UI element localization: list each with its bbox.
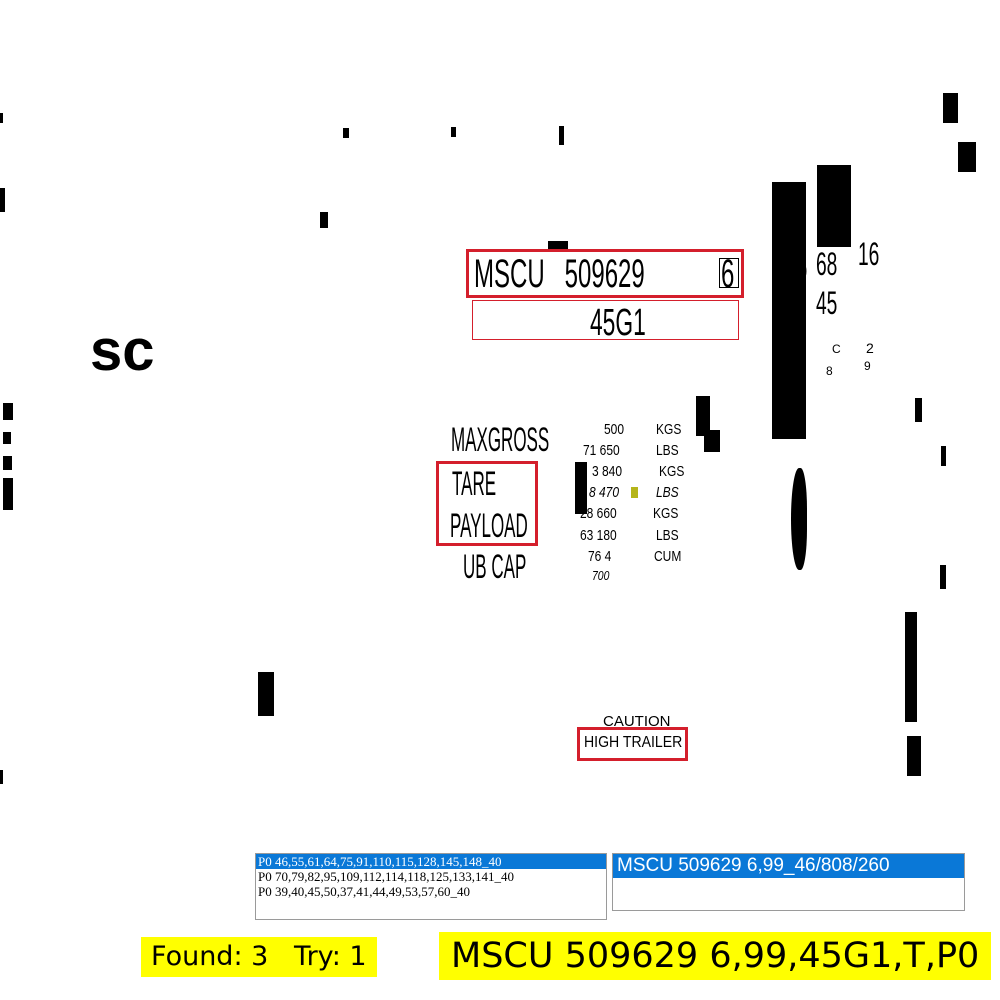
- side-code-3: 45: [816, 285, 838, 321]
- side-small-3: 2: [866, 340, 874, 356]
- container-code-box: [466, 249, 744, 298]
- noise-mark: [915, 398, 922, 422]
- label-tare: TARE: [452, 465, 497, 503]
- bar-mark: [817, 165, 851, 247]
- weight-unit: LBS: [656, 484, 679, 501]
- recognized-code-list[interactable]: MSCU 509629 6,99_46/808/260: [612, 853, 965, 911]
- noise-mark: [0, 188, 5, 212]
- candidate-list[interactable]: P0 46,55,61,64,75,91,110,115,128,145,148…: [255, 853, 607, 920]
- side-small-4: 9: [864, 359, 871, 373]
- noise-mark: [559, 126, 564, 145]
- side-small-1: C: [832, 342, 841, 356]
- noise-mark: [3, 456, 12, 470]
- noise-mark: [258, 672, 274, 716]
- side-code-2: 16: [858, 236, 880, 272]
- weight-unit: LBS: [656, 442, 679, 459]
- noise-mark: [0, 770, 3, 784]
- noise-mark: [941, 446, 946, 466]
- weight-value: 28 660: [580, 505, 617, 522]
- label-ub-cap: UB CAP: [463, 548, 527, 586]
- noise-mark: [704, 430, 720, 452]
- recognized-code-row[interactable]: MSCU 509629 6,99_46/808/260: [613, 854, 964, 878]
- container-code-text: MSCU 509629: [474, 252, 645, 296]
- noise-mark: [0, 113, 3, 123]
- noise-mark: [343, 128, 349, 138]
- weight-value: 3 840: [592, 463, 623, 480]
- high-trailer-text: HIGH TRAILER: [584, 734, 683, 751]
- weight-unit: KGS: [656, 421, 682, 438]
- noise-mark: [943, 93, 958, 123]
- noise-mark: [548, 241, 568, 251]
- noise-mark: [3, 478, 13, 510]
- weight-value: 500: [604, 421, 625, 438]
- noise-mark: [940, 565, 946, 589]
- weight-value: 700: [592, 568, 610, 583]
- noise-mark: [791, 468, 807, 570]
- noise-mark: [320, 212, 328, 228]
- candidate-row[interactable]: P0 46,55,61,64,75,91,110,115,128,145,148…: [256, 854, 606, 869]
- yellow-mark: [631, 487, 638, 498]
- weight-unit: CUM: [654, 548, 682, 565]
- noise-mark: [3, 432, 11, 444]
- size-type-code: 45G1: [590, 302, 646, 344]
- noise-mark: [958, 142, 976, 172]
- label-payload: PAYLOAD: [450, 507, 528, 545]
- found-try-label: Found: 3 Try: 1: [141, 937, 377, 977]
- candidate-row[interactable]: P0 70,79,82,95,109,112,114,118,125,133,1…: [258, 869, 515, 884]
- bar-mark: [772, 182, 806, 439]
- weight-unit: KGS: [659, 463, 685, 480]
- final-result-label: MSCU 509629 6,99,45G1,T,P0: [439, 932, 992, 980]
- size-type-box: [472, 300, 739, 340]
- weight-unit: LBS: [656, 527, 679, 544]
- tare-payload-box: [436, 461, 538, 546]
- noise-mark: [451, 127, 456, 137]
- weight-value: 63 180: [580, 527, 617, 544]
- weight-unit: KGS: [653, 505, 679, 522]
- sc-text: sc: [90, 318, 155, 383]
- weight-value: 8 470: [589, 484, 620, 501]
- noise-mark: [696, 396, 710, 436]
- weight-value: 71 650: [583, 442, 620, 459]
- check-digit-box: [719, 258, 739, 288]
- weight-value: 76 4: [588, 548, 612, 565]
- noise-mark: [905, 612, 917, 722]
- check-digit: 6: [721, 252, 735, 296]
- noise-mark: [907, 736, 921, 776]
- candidate-row[interactable]: P0 39,40,45,50,37,41,44,49,53,57,60_40: [258, 884, 470, 899]
- high-trailer-box: [577, 727, 688, 761]
- side-small-2: 8: [826, 364, 833, 378]
- caution-text: CAUTION: [603, 713, 671, 730]
- label-maxgross: MAXGROSS: [451, 421, 550, 459]
- side-code-letters: UD: [783, 256, 808, 287]
- side-code-1: 68: [816, 246, 838, 282]
- noise-mark: [3, 403, 13, 420]
- noise-mark: [575, 462, 587, 514]
